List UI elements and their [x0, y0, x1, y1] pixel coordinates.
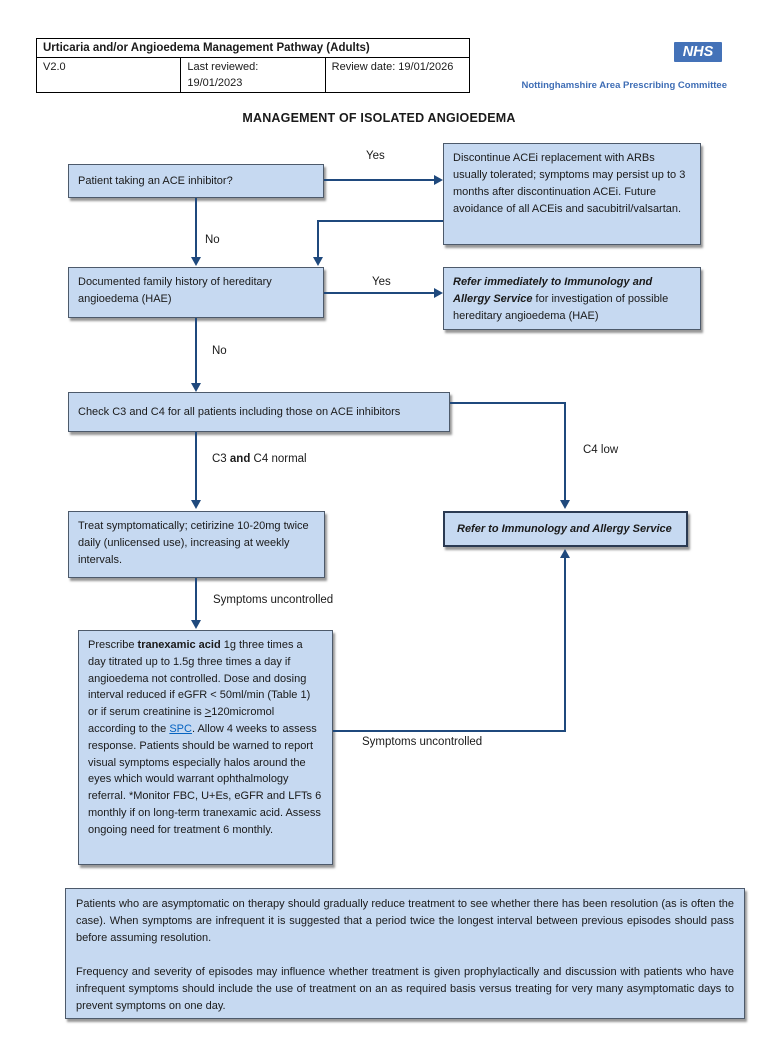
refer-service-text: Refer to Immunology and Allergy Service: [457, 522, 672, 535]
label-yes-1: Yes: [366, 150, 385, 162]
arrow-down-icon: [191, 257, 201, 266]
committee-name: Nottinghamshire Area Prescribing Committ…: [521, 80, 727, 91]
discontinue-acei-text: Discontinue ACEi replacement with ARBs u…: [453, 152, 686, 215]
hae-history-box: Documented family history of hereditary …: [68, 267, 324, 318]
arrow-down-icon: [191, 500, 201, 509]
connector-line: [195, 578, 197, 621]
connector-line: [450, 402, 566, 404]
page-title: MANAGEMENT OF ISOLATED ANGIOEDEMA: [242, 111, 516, 125]
last-reviewed-cell: Last reviewed: 19/01/2023: [180, 57, 326, 93]
document-title: Urticaria and/or Angioedema Management P…: [36, 38, 470, 58]
label-no-1: No: [205, 234, 220, 246]
label-c3-c4-normal: C3 and C4 normal: [212, 453, 307, 465]
header-table: Urticaria and/or Angioedema Management P…: [35, 38, 471, 93]
connector-line: [564, 558, 566, 732]
connector-line: [195, 432, 197, 501]
arrow-down-icon: [191, 620, 201, 629]
tranexamic-acid-box: Prescribe tranexamic acid 1g three times…: [78, 630, 333, 865]
label-symptoms-uncontrolled-1: Symptoms uncontrolled: [213, 594, 334, 606]
tranexamic-acid-text: Prescribe tranexamic acid 1g three times…: [88, 639, 322, 836]
label-c4-low: C4 low: [583, 444, 619, 456]
ace-inhibitor-question-text: Patient taking an ACE inhibitor?: [78, 174, 233, 187]
connector-line: [318, 220, 443, 222]
arrow-right-icon: [434, 175, 443, 185]
review-date-cell: Review date: 19/01/2026: [324, 57, 471, 93]
connector-line: [317, 220, 319, 258]
treat-symptomatically-box: Treat symptomatically; cetirizine 10-20m…: [68, 511, 325, 578]
footer-note-para2: Frequency and severity of episodes may i…: [76, 966, 734, 1012]
check-c3-c4-text: Check C3 and C4 for all patients includi…: [78, 405, 401, 418]
arrow-right-icon: [434, 288, 443, 298]
footer-note-box: Patients who are asymptomatic on therapy…: [65, 888, 745, 1019]
connector-line: [195, 318, 197, 384]
check-c3-c4-box: Check C3 and C4 for all patients includi…: [68, 392, 450, 432]
label-no-2: No: [212, 345, 227, 357]
arrow-up-icon: [560, 549, 570, 558]
hae-history-text: Documented family history of hereditary …: [78, 276, 272, 305]
last-reviewed-label: Last reviewed:: [187, 61, 259, 73]
label-yes-2: Yes: [372, 276, 391, 288]
arrow-down-icon: [560, 500, 570, 509]
spc-link[interactable]: SPC: [169, 722, 192, 735]
connector-line: [195, 198, 197, 258]
last-reviewed-value: 19/01/2023: [187, 77, 243, 89]
label-symptoms-uncontrolled-2: Symptoms uncontrolled: [362, 736, 483, 748]
refer-immediately-text: Refer immediately to Immunology and Alle…: [453, 276, 669, 322]
arrow-down-icon: [313, 257, 323, 266]
refer-immediately-box: Refer immediately to Immunology and Alle…: [443, 267, 701, 330]
connector-line: [324, 292, 434, 294]
connector-line: [333, 730, 566, 732]
refer-service-box: Refer to Immunology and Allergy Service: [443, 511, 688, 547]
version-cell: V2.0: [35, 57, 182, 93]
treat-symptomatically-text: Treat symptomatically; cetirizine 10-20m…: [78, 520, 309, 566]
connector-line: [564, 402, 566, 500]
discontinue-acei-box: Discontinue ACEi replacement with ARBs u…: [443, 143, 701, 245]
connector-line: [324, 179, 434, 181]
arrow-down-icon: [191, 383, 201, 392]
nhs-logo: NHS: [674, 42, 722, 62]
ace-inhibitor-question-box: Patient taking an ACE inhibitor?: [68, 164, 324, 198]
footer-note-para1: Patients who are asymptomatic on therapy…: [76, 898, 734, 944]
